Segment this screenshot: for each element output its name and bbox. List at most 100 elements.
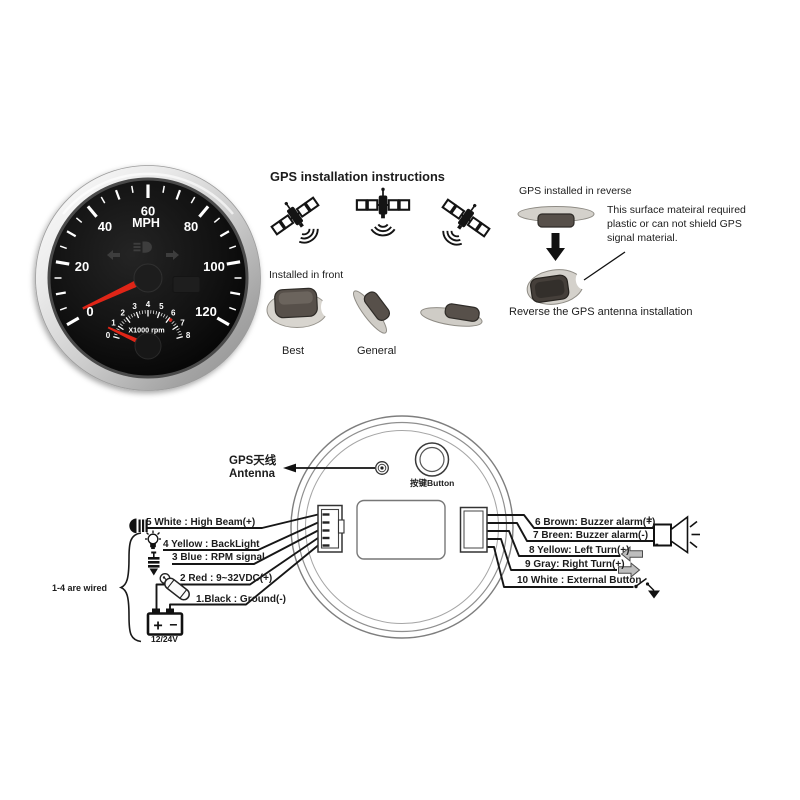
surface-note-line3: signal material. [607,232,678,244]
surface-note-line1: This surface mateiral required [607,204,746,216]
svg-text:2: 2 [121,309,126,318]
wire-6-brown [487,514,654,529]
instructions-title: GPS installation instructions [270,169,445,184]
svg-text:6: 6 [171,309,176,318]
satellite-icon-right [441,198,491,246]
unit-label: MPH [132,216,160,230]
speed-scale-labels: 0 20 40 60 80 100 120 [75,204,225,320]
battery-minus-sign: − [169,617,177,633]
button-circle [414,442,450,477]
reverse-header: GPS installed in reverse [519,185,632,197]
left-connector [317,504,345,553]
battery-plus-sign: + [153,618,162,635]
wire-9-gray [487,538,617,571]
group-note: 1-4 are wired [52,583,108,593]
speed-needle-hub [133,263,163,293]
wire-3-blue [172,529,319,565]
antenna-photo-upside-down [517,206,595,228]
bezel-highlight [62,172,234,215]
wire-label-5: 5 White : High Beam(+) [146,517,256,528]
reverse-antenna-photo [526,269,589,305]
wire-1-black [169,544,319,609]
svg-text:4: 4 [146,300,151,309]
wire-label-2: 2 Red : 9~32VDC(+) [180,573,273,584]
satellite-icon-left [270,196,320,244]
svg-text:20: 20 [75,259,89,274]
speed-tick-marks [54,184,242,327]
button-label: 按键Button [410,478,455,488]
right-turn-arrow-icon [618,561,641,579]
wire-4-yellow [163,521,319,551]
svg-text:120: 120 [195,304,217,319]
wire-7-green [487,522,653,542]
left-turn-arrow-icon [620,545,643,563]
svg-text:5: 5 [159,302,164,311]
antenna-label-en: Antenna [229,468,275,480]
group-brace [118,532,142,643]
left-turn-indicator-icon [107,250,120,260]
svg-text:7: 7 [180,318,185,327]
speed-needle [82,277,144,310]
right-wire-harness [487,514,654,588]
antenna-photo-angled [420,303,483,327]
surface-note-line2: plastic or can not shield GPS [607,218,742,230]
battery-symbol: + − [146,608,184,636]
wire-label-6: 6 Brown: Buzzer alarm(+) [535,517,656,528]
svg-text:1: 1 [111,318,116,327]
coil-icon [148,551,160,576]
right-turn-indicator-icon [166,250,179,260]
antenna-arrow [283,463,375,473]
tach-hub [134,332,162,360]
switch-icon [634,577,655,591]
wire-label-3: 3 Blue : RPM signal [172,552,265,563]
bulb-icon [145,530,161,550]
installed-front-label: Installed in front [269,269,344,281]
svg-text:0: 0 [86,304,93,319]
satellite-icon-middle [355,187,411,237]
general-label: General [357,345,397,357]
high-beam-icon [129,518,148,534]
wire-8-yellow [487,530,621,557]
buzzer-minus-sign: - [655,538,659,550]
wire-5-white [146,513,319,529]
center-module [356,499,446,560]
down-arrow-icon [546,233,565,261]
svg-text:100: 100 [203,259,225,274]
battery-voltage-label: 12/24V [151,634,178,644]
left-wire-harness [146,513,319,609]
tach-caption: X1000 rpm [128,326,164,335]
right-connector [459,506,488,553]
buzzer-plus-sign: + [646,514,653,526]
tach-redline-dot [168,318,173,322]
wire-label-7: 7 Breen: Buzzer alarm(-) [533,530,649,541]
antenna-photo-best [266,287,335,328]
svg-text:60: 60 [141,204,155,219]
svg-text:0: 0 [106,331,111,340]
reverse-caption: Reverse the GPS antenna installation [509,306,693,318]
wire-label-4: 4 Yellow : BackLight [163,539,260,550]
antenna-label-cn: GPS天线 [229,455,277,467]
fuse-icon [164,577,190,601]
buzzer-icon [653,515,700,555]
wire-10-white [487,546,634,588]
wire-label-1: 1.Black : Ground(-) [196,594,287,605]
wire-2-red [155,537,319,609]
high-beam-indicator-icon [133,241,152,253]
wire-label-10: 10 White : External Button [517,575,642,586]
best-label: Best [282,345,305,357]
ground-icon [648,590,660,599]
tach-tick-marks [113,310,183,339]
wire-label-9: 9 Gray: Right Turn(+) [525,559,625,570]
wire-label-8: 8 Yellow: Left Turn(+) [529,545,630,556]
antenna-photo-general [353,290,391,334]
svg-text:8: 8 [186,331,191,340]
note-pointer-line [583,251,626,281]
svg-text:40: 40 [98,219,112,234]
svg-text:80: 80 [184,219,198,234]
gps-connector-dot [375,461,389,475]
svg-text:3: 3 [132,302,137,311]
